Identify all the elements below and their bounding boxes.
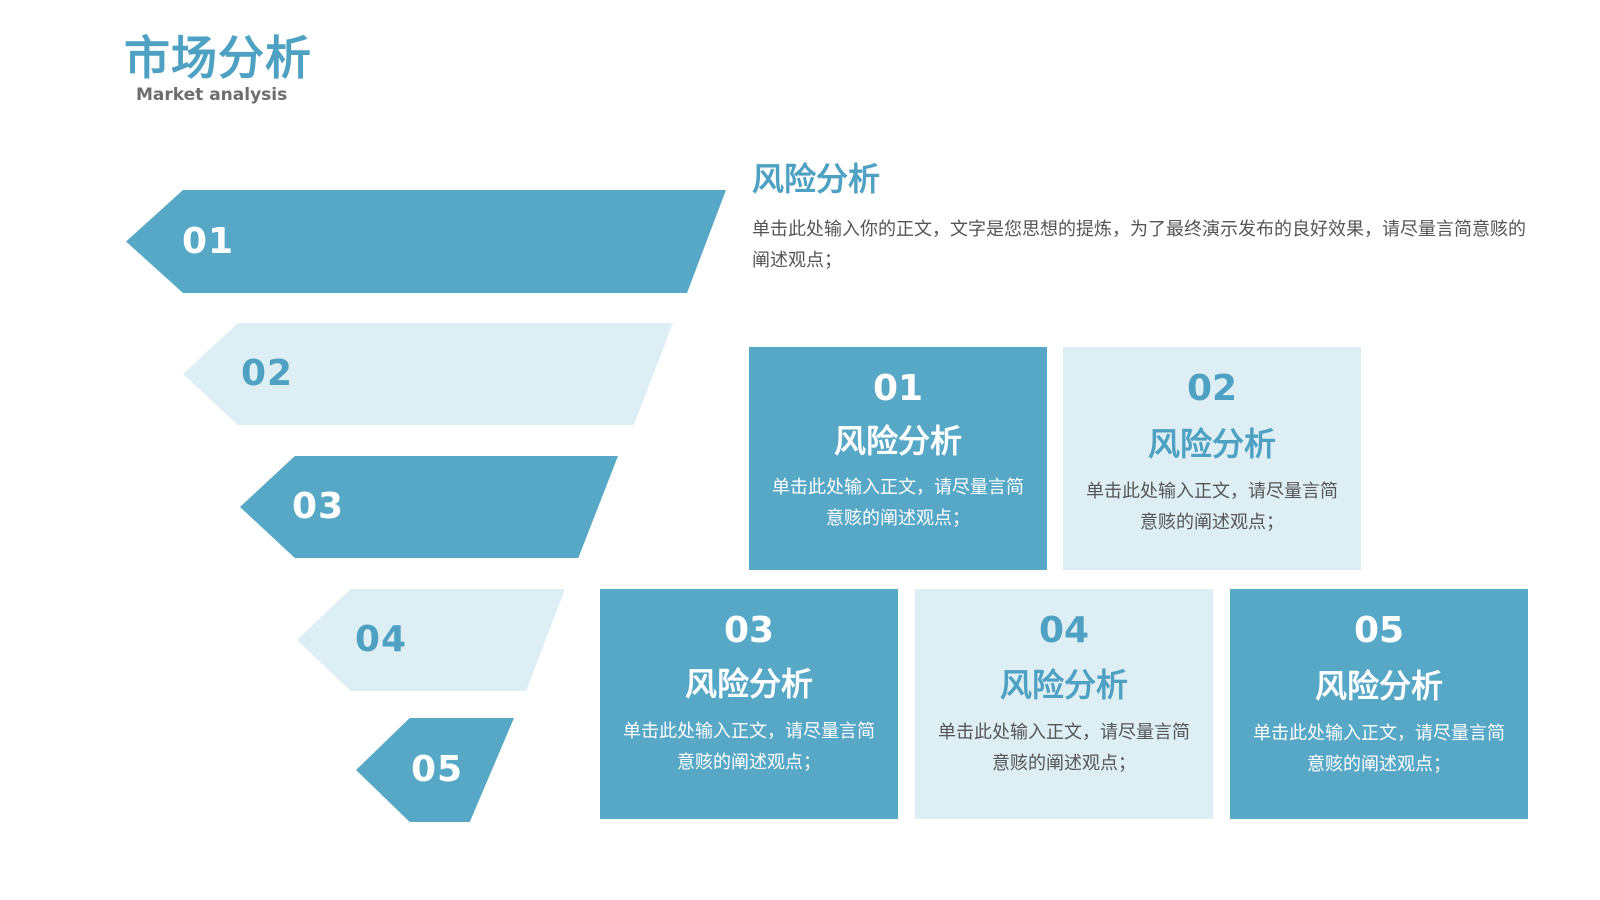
card-heading: 风险分析 [833,422,962,460]
analysis-card-04: 04 风险分析 单击此处输入正文，请尽量言简意赅的阐述观点； [915,589,1213,819]
card-body: 单击此处输入正文，请尽量言简意赅的阐述观点； [623,721,875,773]
analysis-card-01: 01 风险分析 单击此处输入正文，请尽量言简意赅的阐述观点； [749,347,1047,570]
funnel-number: 05 [411,749,464,790]
funnel-arrow-04: 04 [297,589,565,691]
card-heading: 风险分析 [999,666,1128,704]
funnel-arrow-01: 01 [126,190,726,293]
funnel-arrow-05: 05 [356,718,514,822]
card-number: 01 [872,368,924,409]
card-number: 03 [723,610,775,651]
card-body: 单击此处输入正文，请尽量言简意赅的阐述观点； [938,722,1190,774]
funnel-arrow-02: 02 [183,323,673,425]
funnel-number: 02 [241,353,294,394]
intro-heading: 风险分析 [752,160,881,198]
page-title: 市场分析 [124,31,312,85]
card-body: 单击此处输入正文，请尽量言简意赅的阐述观点； [1086,481,1338,533]
intro-body: 单击此处输入你的正文，文字是您思想的提炼，为了最终演示发布的良好效果，请尽量言简… [752,219,1526,271]
analysis-card-03: 03 风险分析 单击此处输入正文，请尽量言简意赅的阐述观点； [600,589,898,819]
card-number: 05 [1353,610,1405,651]
card-body: 单击此处输入正文，请尽量言简意赅的阐述观点； [772,477,1024,529]
funnel-number: 03 [292,486,345,527]
card-body: 单击此处输入正文，请尽量言简意赅的阐述观点； [1253,723,1505,775]
card-number: 04 [1038,610,1090,651]
card-number: 02 [1186,368,1238,409]
analysis-card-05: 05 风险分析 单击此处输入正文，请尽量言简意赅的阐述观点； [1230,589,1528,819]
funnel-arrow-03: 03 [240,456,618,558]
card-heading: 风险分析 [684,665,813,703]
analysis-card-02: 02 风险分析 单击此处输入正文，请尽量言简意赅的阐述观点； [1063,347,1361,570]
card-heading: 风险分析 [1314,667,1443,705]
page-subtitle: Market analysis [136,85,288,105]
funnel-number: 01 [182,220,235,262]
card-heading: 风险分析 [1147,425,1276,463]
funnel-number: 04 [355,619,408,660]
